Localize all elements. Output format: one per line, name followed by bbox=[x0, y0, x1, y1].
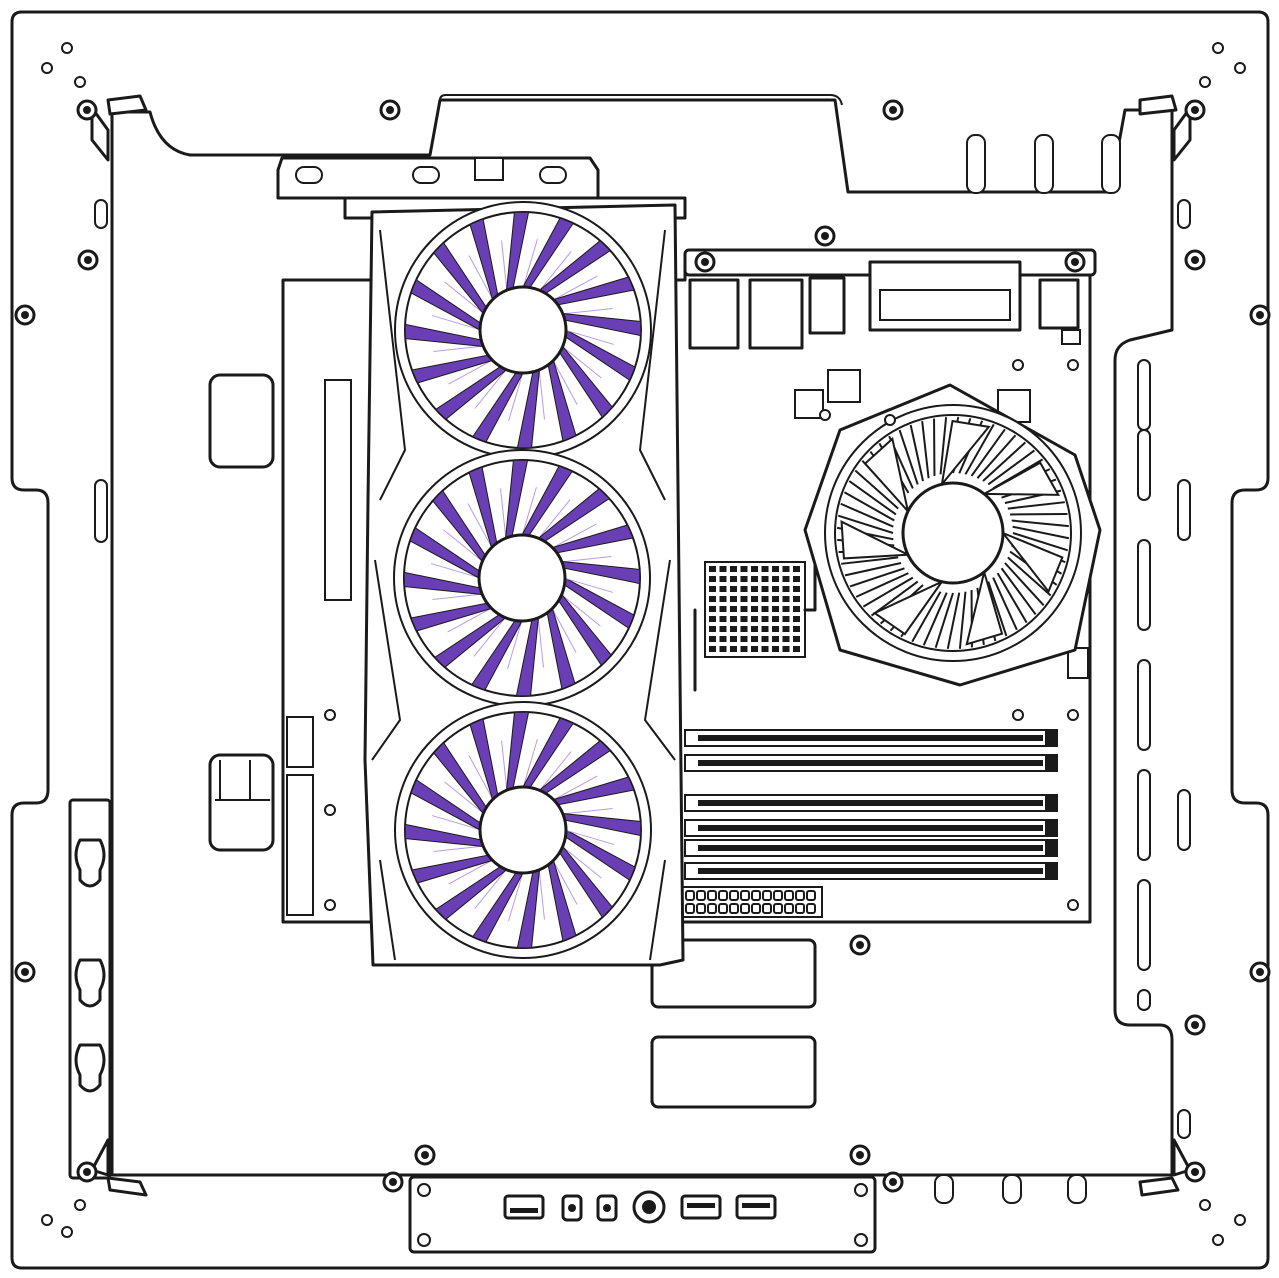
cpu-cooler-fan-icon bbox=[803, 383, 1102, 687]
case-tray-outline bbox=[10, 10, 1270, 1270]
rail-slot bbox=[1137, 359, 1151, 431]
power-button-icon bbox=[632, 1190, 666, 1224]
rail-slot bbox=[1137, 989, 1151, 1011]
mounting-hole bbox=[41, 62, 53, 74]
mounting-hole bbox=[324, 899, 336, 911]
vrm-heatsink bbox=[693, 558, 817, 692]
mounting-hole bbox=[1199, 76, 1211, 88]
mounting-hole bbox=[1067, 359, 1079, 371]
gpu-fan-icon bbox=[394, 201, 652, 459]
io-port-usb-icon bbox=[735, 1194, 777, 1220]
gpu-fan-icon bbox=[393, 449, 651, 707]
ram-slot-icon bbox=[684, 862, 1058, 880]
ram-slot-icon bbox=[684, 794, 1058, 812]
screw-icon bbox=[77, 249, 99, 271]
screw-icon bbox=[76, 1161, 98, 1183]
mounting-hole bbox=[41, 1214, 53, 1226]
ram-slot-icon bbox=[684, 729, 1058, 747]
screw-icon bbox=[694, 251, 716, 273]
mounting-hole bbox=[1012, 709, 1024, 721]
screw-icon bbox=[14, 304, 36, 326]
mounting-hole bbox=[324, 804, 336, 816]
io-port-usb-icon bbox=[503, 1194, 545, 1220]
mounting-hole bbox=[61, 42, 73, 54]
mounting-hole bbox=[819, 409, 831, 421]
screw-icon bbox=[76, 99, 98, 121]
rail-slot bbox=[1137, 659, 1151, 751]
graphics-card bbox=[363, 201, 685, 967]
mounting-hole bbox=[1212, 42, 1224, 54]
rail-slot bbox=[1137, 769, 1151, 861]
mounting-holes bbox=[41, 42, 1246, 1246]
mounting-hole bbox=[324, 709, 336, 721]
ram-slot-icon bbox=[684, 819, 1058, 837]
front-io-panel bbox=[408, 1175, 877, 1254]
screw-icon bbox=[882, 99, 904, 121]
screw-icon bbox=[1249, 304, 1271, 326]
top-standoffs bbox=[966, 134, 1121, 194]
screw-icon bbox=[379, 99, 401, 121]
bottom-standoffs bbox=[934, 199, 1191, 1204]
mounting-hole bbox=[74, 1199, 86, 1211]
mounting-hole bbox=[1234, 1214, 1246, 1226]
screw-icon bbox=[882, 1171, 904, 1193]
corner-brackets bbox=[90, 94, 1192, 1197]
io-port-audio-icon bbox=[561, 1194, 583, 1222]
mounting-hole bbox=[1212, 1234, 1224, 1246]
mounting-hole bbox=[74, 76, 86, 88]
mounting-hole bbox=[61, 1226, 73, 1238]
screw-icon bbox=[1184, 249, 1206, 271]
mounting-hole bbox=[1199, 1199, 1211, 1211]
screw-icon bbox=[849, 934, 871, 956]
right-rail bbox=[1137, 359, 1191, 1011]
ram-slots bbox=[684, 729, 1058, 880]
mounting-hole bbox=[1234, 62, 1246, 74]
screw-icon bbox=[14, 961, 36, 983]
gpu-fan-icon bbox=[394, 701, 652, 959]
io-port-audio-icon bbox=[596, 1194, 618, 1222]
mounting-hole bbox=[884, 414, 896, 426]
screw-icon bbox=[1184, 1161, 1206, 1183]
rail-slot bbox=[1177, 479, 1191, 541]
left-rail bbox=[68, 199, 112, 1180]
rail-slot bbox=[1177, 789, 1191, 851]
ram-slot-icon bbox=[684, 839, 1058, 857]
screws bbox=[14, 99, 1271, 1193]
screw-icon bbox=[382, 1171, 404, 1193]
mounting-hole bbox=[1012, 359, 1024, 371]
rail-slot bbox=[1137, 429, 1151, 501]
screw-icon bbox=[414, 1144, 436, 1166]
rear-cutout-b bbox=[650, 1035, 817, 1109]
screw-icon bbox=[1064, 251, 1086, 273]
atx-24pin-connector bbox=[681, 886, 823, 918]
mounting-hole bbox=[1067, 899, 1079, 911]
screw-icon bbox=[849, 1144, 871, 1166]
screw-icon bbox=[1184, 1014, 1206, 1036]
rear-cutout-a bbox=[650, 938, 817, 1009]
io-port-usb-icon bbox=[680, 1194, 722, 1220]
screw-icon bbox=[1184, 99, 1206, 121]
rail-slot bbox=[1137, 879, 1151, 971]
screw-icon bbox=[814, 225, 836, 247]
mounting-hole bbox=[1067, 709, 1079, 721]
cable-cutout-lower bbox=[208, 753, 275, 852]
screw-icon bbox=[1249, 961, 1271, 983]
rail-slot bbox=[1137, 539, 1151, 631]
cable-cutout-upper bbox=[208, 373, 275, 469]
ram-slot-icon bbox=[684, 754, 1058, 772]
